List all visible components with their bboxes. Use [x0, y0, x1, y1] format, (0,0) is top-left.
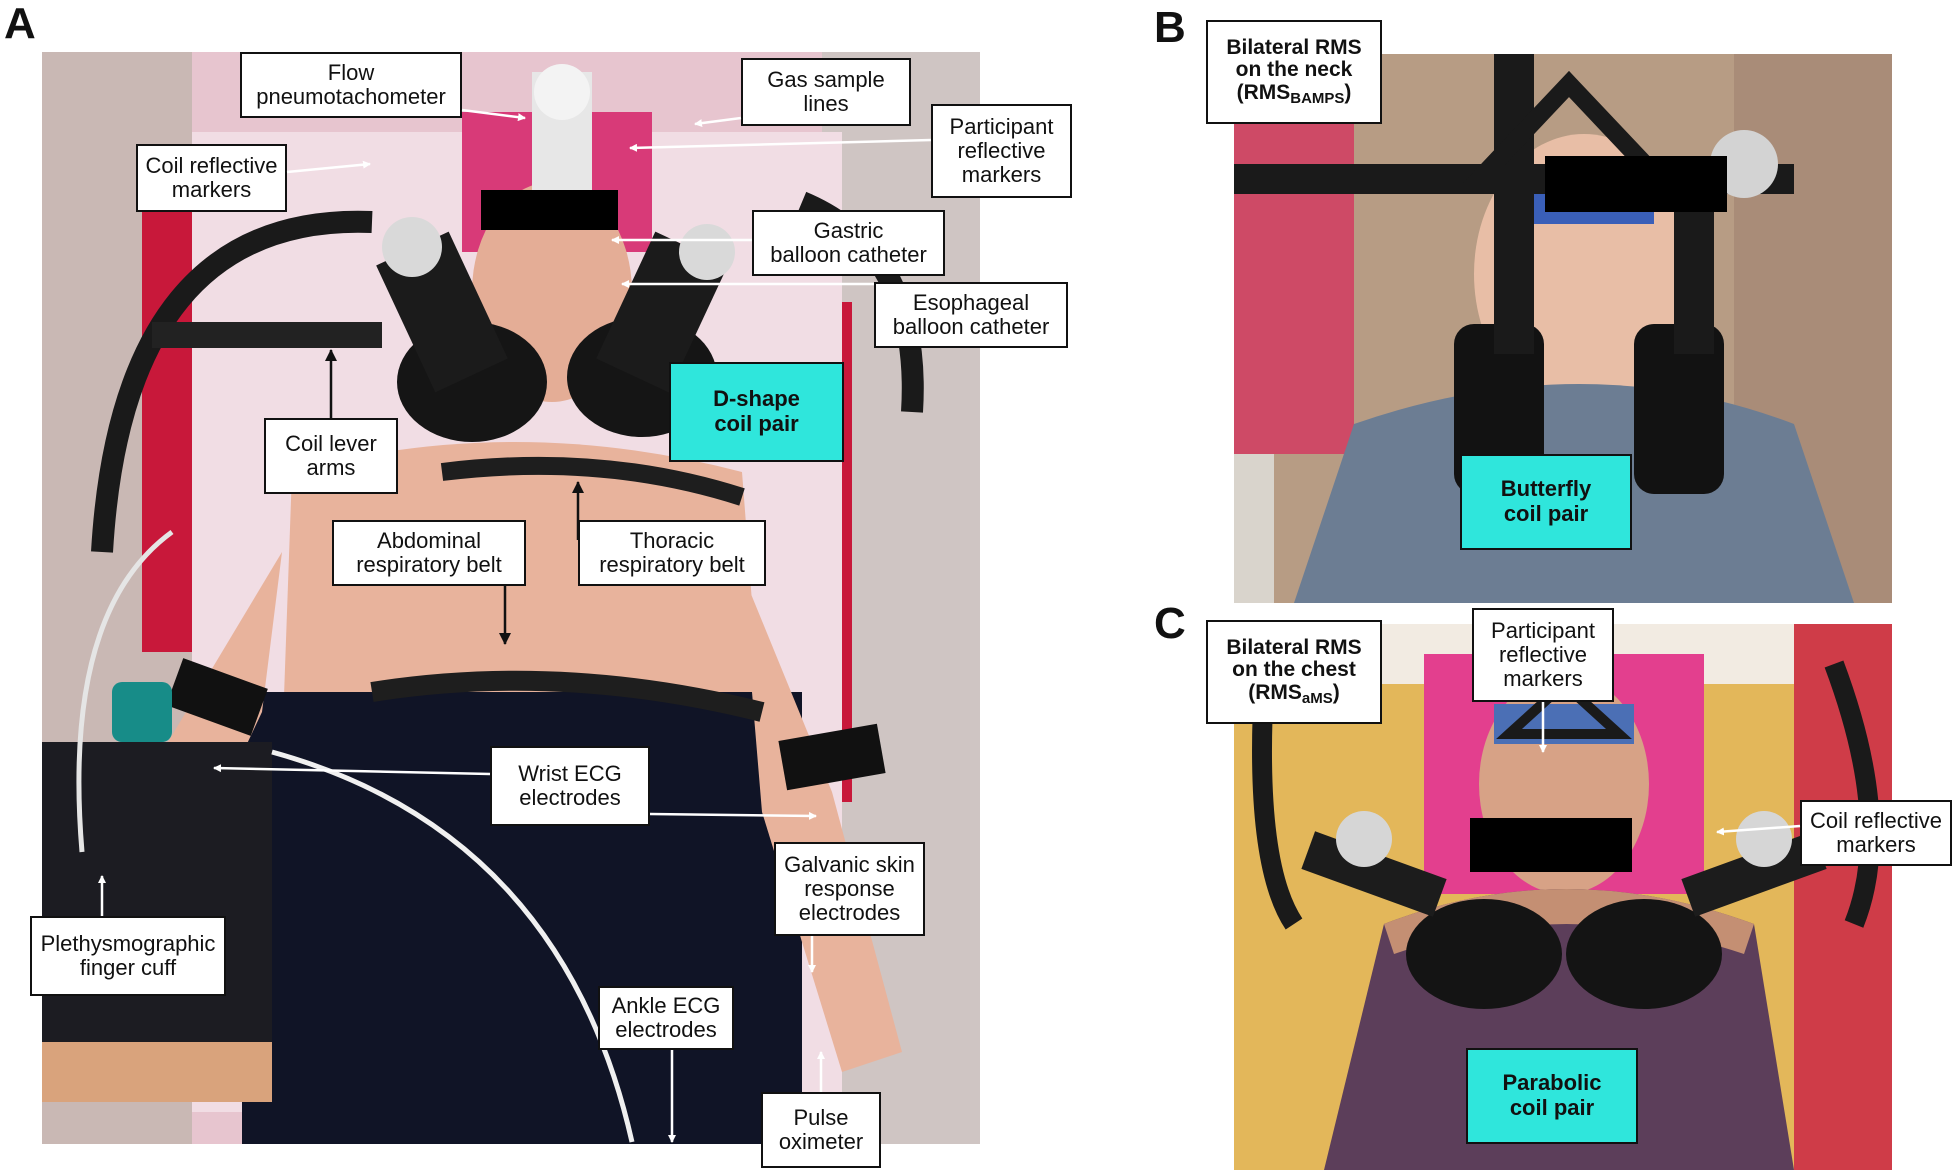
label-gas-sample-lines: Gas sample lines	[741, 58, 911, 126]
label-pulse-oximeter: Pulse oximeter	[761, 1092, 881, 1168]
label-coil-reflective-markers-c: Coil reflective markers	[1800, 800, 1952, 866]
arrow-flow	[461, 108, 526, 122]
panel-c-face-censor-bar	[1470, 818, 1632, 872]
rms-chest-close: )	[1332, 681, 1340, 705]
coil-pair-label-d-shape: D-shape coil pair	[669, 362, 844, 462]
arrow-gas	[694, 116, 742, 128]
arrow-coil-markers-a	[286, 160, 371, 174]
rms-neck-close: )	[1344, 81, 1352, 105]
rms-neck-subscript: BAMPS	[1290, 90, 1345, 108]
rms-chest-line3: (RMSaMS)	[1248, 681, 1340, 708]
label-participant-reflective-markers-c: Participant reflective markers	[1472, 608, 1614, 702]
panel-letter-a: A	[4, 0, 36, 48]
label-participant-reflective-markers-a: Participant reflective markers	[931, 104, 1072, 198]
label-esophageal-balloon-catheter: Esophageal balloon catheter	[874, 282, 1068, 348]
rms-chest-abbrev: (RMS	[1248, 681, 1302, 705]
label-bilateral-rms-chest: Bilateral RMS on the chest (RMSaMS)	[1206, 620, 1382, 724]
label-abdominal-respiratory-belt: Abdominal respiratory belt	[332, 520, 526, 586]
rms-chest-line2: on the chest	[1232, 658, 1356, 682]
label-coil-lever-arms: Coil lever arms	[264, 418, 398, 494]
label-wrist-ecg-electrodes: Wrist ECG electrodes	[490, 746, 650, 826]
label-bilateral-rms-neck: Bilateral RMS on the neck (RMSBAMPS)	[1206, 20, 1382, 124]
label-coil-reflective-markers-a: Coil reflective markers	[136, 144, 287, 212]
rms-neck-line2: on the neck	[1235, 58, 1353, 82]
panel-b-face-censor-bar	[1545, 156, 1727, 212]
label-thoracic-respiratory-belt: Thoracic respiratory belt	[578, 520, 766, 586]
label-ankle-ecg-electrodes: Ankle ECG electrodes	[598, 986, 734, 1050]
coil-pair-label-butterfly: Butterfly coil pair	[1460, 454, 1632, 550]
label-flow-pneumotachometer: Flow pneumotachometer	[240, 52, 462, 118]
panel-letter-b: B	[1154, 3, 1186, 52]
panel-a-face-censor-bar	[481, 190, 618, 230]
panel-b-photo-illustration	[1234, 54, 1892, 603]
arrow-participant-markers-a	[629, 138, 932, 152]
panel-letter-c: C	[1154, 599, 1186, 648]
panel-b-photo	[1234, 54, 1892, 603]
rms-neck-line1: Bilateral RMS	[1226, 35, 1362, 59]
label-galvanic-skin-response-electrodes: Galvanic skin response electrodes	[774, 842, 925, 936]
arrow-coil-markers-c	[1716, 824, 1801, 836]
arrow-wrist-left	[213, 764, 491, 776]
rms-chest-subscript: aMS	[1301, 690, 1333, 708]
coil-pair-label-parabolic: Parabolic coil pair	[1466, 1048, 1638, 1144]
rms-neck-line3: (RMSBAMPS)	[1236, 81, 1352, 108]
label-gastric-balloon-catheter: Gastric balloon catheter	[752, 210, 945, 276]
rms-chest-line1: Bilateral RMS	[1226, 635, 1362, 659]
arrow-wrist-right	[649, 811, 817, 820]
label-plethysmographic-finger-cuff: Plethysmographic finger cuff	[30, 916, 226, 996]
rms-neck-abbrev: (RMS	[1236, 81, 1291, 105]
